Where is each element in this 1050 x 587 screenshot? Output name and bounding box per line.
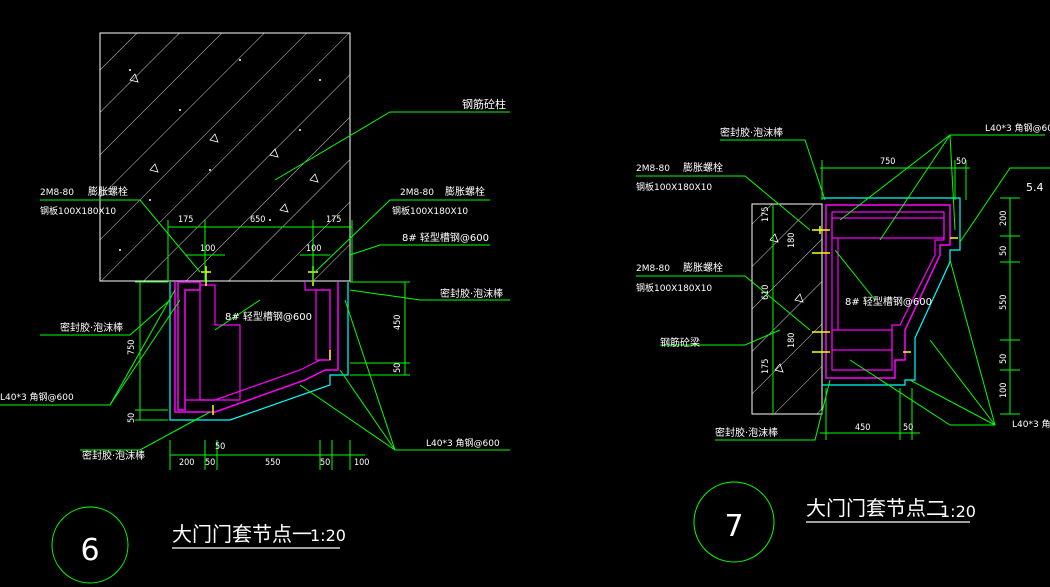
dim-top-650: 650	[250, 215, 265, 225]
label-channel-7: 8# 轻型槽钢@600	[845, 295, 932, 308]
label-angle-left: L40*3 角钢@600	[0, 391, 74, 403]
label-plate-mid: 钢板100X180X10	[636, 282, 712, 294]
label-plate-right: 钢板100X180X10	[392, 205, 468, 217]
dim-bot-50a: 50	[205, 458, 215, 468]
label-channel-mid: 8# 轻型槽钢@600	[225, 310, 312, 323]
dim-top-100b: 100	[306, 244, 321, 254]
leaders-detail7	[636, 134, 1050, 441]
label-bolt-right-name: 膨胀螺栓	[445, 185, 485, 198]
label-bolt-left-name: 膨胀螺栓	[88, 185, 128, 198]
detail-7-marker	[693, 481, 775, 563]
dim7-top-50: 50	[956, 157, 966, 167]
dim7-right-100: 100	[999, 383, 1009, 398]
steel-channel-7-bot	[831, 329, 893, 351]
concrete-beam	[751, 203, 823, 415]
label-bolt-top-name: 膨胀螺栓	[683, 161, 723, 174]
bolts-detail7	[812, 226, 958, 353]
dim7-top-750: 750	[880, 157, 895, 167]
detail-6: 钢筋砼柱 2M8-80 膨胀螺栓 钢板100X180X10 2M8-80 膨胀螺…	[0, 32, 510, 584]
dim7-left-175b: 175	[761, 359, 771, 374]
dim7-left-180a: 180	[787, 233, 797, 248]
label-channel-top: 8# 轻型槽钢@600	[402, 231, 489, 244]
seal-outline-7	[822, 197, 961, 386]
detail-6-title: 大门门套节点一	[172, 522, 312, 546]
label-seal-bottom-7: 密封胶·泡沫棒	[715, 426, 778, 439]
label-angle-bottom: L40*3 角钢@600	[1012, 418, 1050, 430]
dims-text-detail7: 750 50 450 50 175 180 610 180 175 200 50…	[761, 157, 1009, 433]
dim-bot-50c: 50	[215, 442, 225, 452]
steel-frame-body	[174, 282, 339, 413]
steel-frame-channel	[199, 284, 241, 401]
label-seal-top: 密封胶·泡沫棒	[720, 126, 783, 139]
dimensions-detail6	[135, 220, 410, 470]
dim-top-175a: 175	[178, 215, 193, 225]
steel-channel-7-top	[831, 217, 945, 239]
label-seal-left: 密封胶·泡沫棒	[60, 321, 123, 334]
detail-7: 密封胶·泡沫棒 L40*3 角钢@600 2M8-80 膨胀螺栓 钢板100X1…	[636, 122, 1050, 563]
concrete-aggregate	[119, 59, 321, 251]
label-bolt-left: 2M8-80	[40, 188, 74, 198]
label-column: 钢筋砼柱	[462, 97, 506, 111]
label-seal-bottom: 密封胶·泡沫棒	[82, 449, 145, 462]
dim7-left-610: 610	[761, 285, 771, 300]
concrete-column	[99, 32, 351, 282]
seal-outline	[169, 282, 349, 421]
dimensions-detail7	[772, 160, 1020, 440]
detail-7-title: 大门门套节点二	[806, 496, 946, 520]
label-bolt-mid-name: 膨胀螺栓	[683, 261, 723, 274]
label-plate-left: 钢板100X180X10	[40, 205, 116, 217]
dims-text-detail6: 175 650 175 100 100 200 50 550 50 100 50…	[127, 215, 403, 468]
dim7-left-180b: 180	[787, 333, 797, 348]
detail-6-number: 6	[80, 533, 99, 568]
steel-frame-7-outer	[825, 204, 951, 379]
dim7-right-50a: 50	[999, 246, 1009, 256]
dim-bot-550: 550	[265, 458, 280, 468]
dim7-right-550: 550	[999, 295, 1009, 310]
steel-frame-left	[177, 281, 201, 411]
label-bolt-right: 2M8-80	[400, 188, 434, 198]
dim-top-175b: 175	[326, 215, 341, 225]
detail-6-scale: 1:20	[310, 526, 346, 545]
dim7-left-175a: 175	[761, 207, 771, 222]
label-bolt-top: 2M8-80	[636, 164, 670, 174]
labels-detail6: 钢筋砼柱 2M8-80 膨胀螺栓 钢板100X180X10 2M8-80 膨胀螺…	[0, 97, 506, 462]
dim7-right-200: 200	[999, 211, 1009, 226]
detail-6-marker	[51, 506, 129, 584]
label-bolt-mid: 2M8-80	[636, 264, 670, 274]
dim7-bot-450: 450	[855, 423, 870, 433]
dim-right-450: 450	[393, 315, 403, 330]
dim-left-50: 50	[127, 413, 137, 423]
dim7-right-50b: 50	[999, 354, 1009, 364]
dim-top-100a: 100	[200, 244, 215, 254]
label-edge-value: 5.4	[1026, 181, 1044, 194]
dim-bot-50b: 50	[320, 458, 330, 468]
steel-frame-inner	[185, 282, 331, 401]
dim-left-750: 750	[127, 340, 137, 355]
label-plate-top: 钢板100X180X10	[636, 181, 712, 193]
label-angle-top: L40*3 角钢@600	[985, 122, 1050, 134]
detail-7-scale: 1:20	[940, 502, 976, 521]
dim-bot-100: 100	[354, 458, 369, 468]
dim-right-50: 50	[393, 363, 403, 373]
labels-detail7: 密封胶·泡沫棒 L40*3 角钢@600 2M8-80 膨胀螺栓 钢板100X1…	[636, 122, 1050, 439]
label-beam: 钢筋砼梁	[660, 336, 700, 349]
detail-7-number: 7	[724, 509, 743, 544]
steel-channel-right	[315, 289, 331, 361]
steel-frame-7-inner	[831, 211, 945, 371]
label-seal-right: 密封胶·泡沫棒	[440, 287, 503, 300]
dim7-bot-50: 50	[903, 423, 913, 433]
dim-bot-200: 200	[179, 458, 194, 468]
label-angle-right: L40*3 角钢@600	[426, 437, 500, 449]
